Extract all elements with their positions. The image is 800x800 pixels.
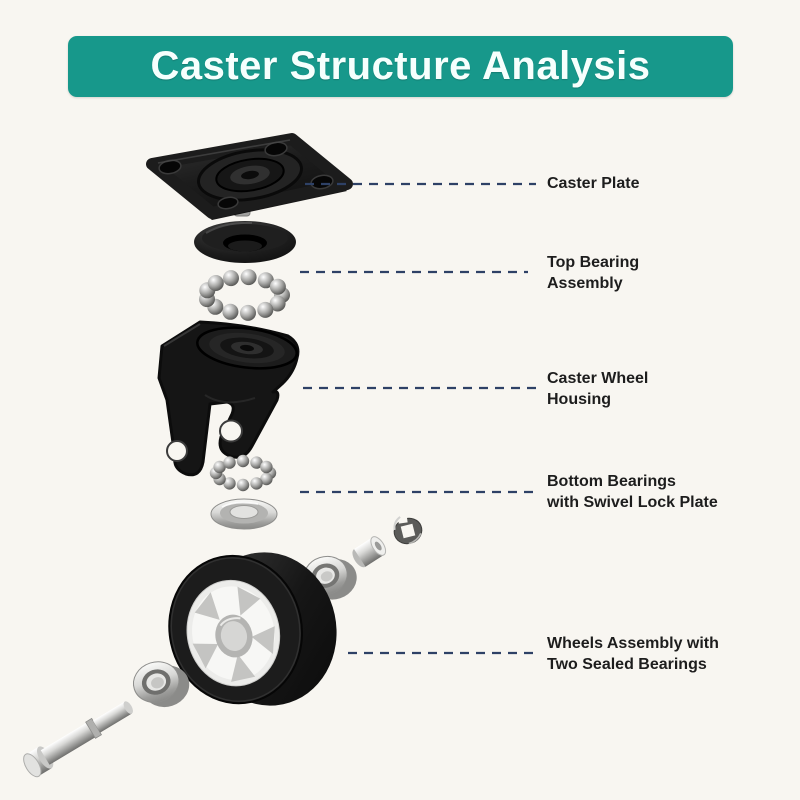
top-bearing-race-illustration [194,221,296,263]
sealed-bearing-left-illustration [132,661,190,708]
caster-wheel-illustration [168,552,337,706]
label-bottom-bearings: Bottom Bearings with Swivel Lock Plate [547,473,718,511]
swivel-lock-plate-illustration [210,498,278,530]
bottom-ball-bearing-ring-illustration [209,454,277,492]
caster-plate-illustration [146,133,353,220]
leader-lines [300,182,536,655]
top-ball-bearing-ring-illustration [199,269,290,321]
axle-hole-right [219,419,243,443]
axle-bolt-illustration [23,701,133,778]
page-title: Caster Structure Analysis [150,44,651,88]
axle-spacer-illustration [352,536,387,568]
caster-wheel-housing-illustration [157,320,300,477]
label-wheels-assembly: Wheels Assembly with Two Sealed Bearings [547,635,719,673]
hub-spoke-cutouts [192,586,275,682]
lock-clip-illustration [393,514,423,545]
label-caster-plate: Caster Plate [547,175,640,192]
label-top-bearing-assembly: Top Bearing Assembly [547,254,640,292]
plate-bolt-holes [158,141,334,210]
axle-hole-left [166,440,188,462]
title-banner: Caster Structure Analysis [68,36,733,97]
label-caster-wheel-housing: Caster Wheel Housing [547,370,649,408]
